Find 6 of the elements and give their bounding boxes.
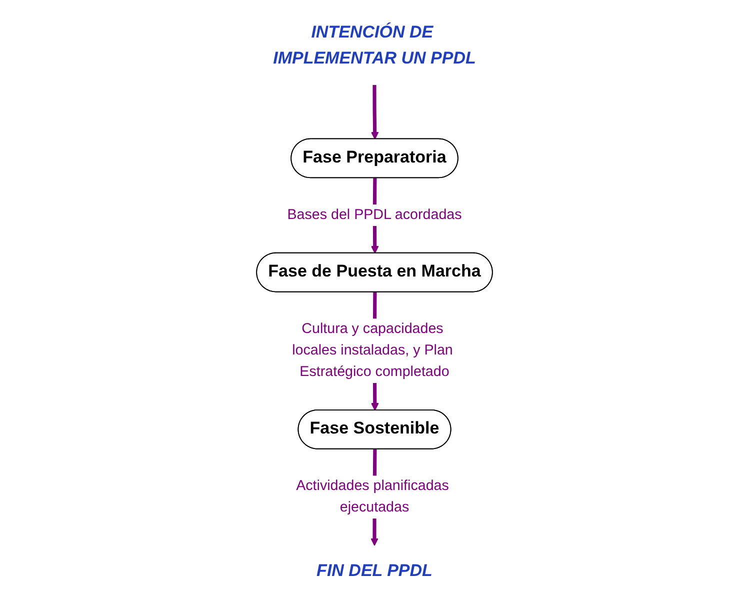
edge-label: Cultura y capacidades locales instaladas, y Plan Estratégico completado	[292, 321, 453, 380]
node-text: FIN DEL PPDL	[316, 562, 432, 580]
edge-label: Bases del PPDL acordadas	[287, 207, 462, 222]
node-text: INTENCIÓN DE IMPLEMENTAR UN PPDL	[273, 23, 476, 68]
arrow	[370, 85, 379, 140]
edge-label: Actividades planificadas ejecutadas	[296, 478, 449, 516]
